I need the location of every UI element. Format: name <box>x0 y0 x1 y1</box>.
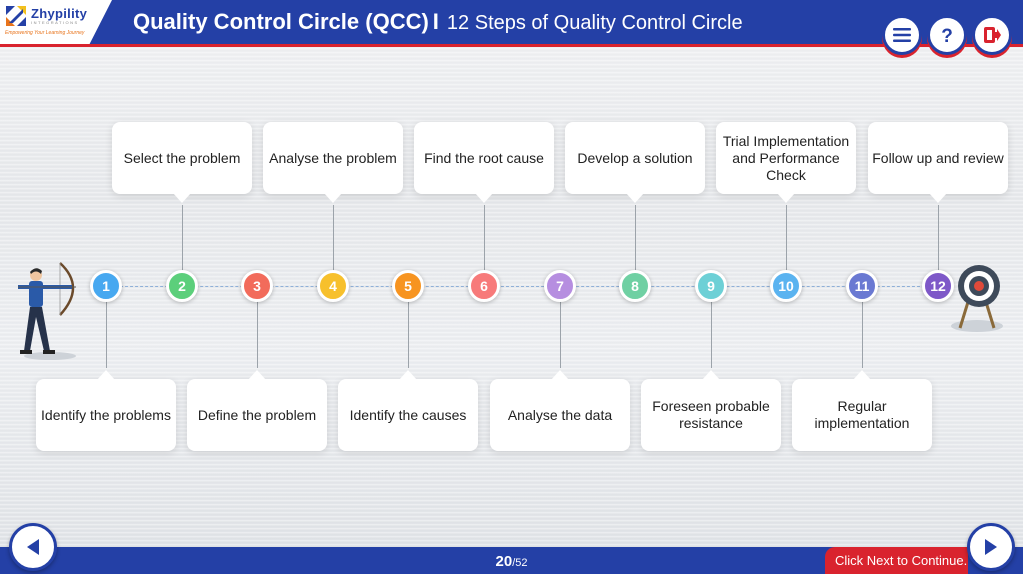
step-connector-6 <box>484 205 485 272</box>
step-card-9: Foreseen probable resistance <box>641 370 781 451</box>
help-icon: ? <box>941 26 953 45</box>
step-connector-7 <box>560 300 561 368</box>
timeline-line <box>105 286 940 287</box>
step-label-3: Define the problem <box>197 406 317 423</box>
step-node-4: 4 <box>317 270 349 302</box>
step-node-6: 6 <box>468 270 500 302</box>
step-connector-3 <box>257 300 258 368</box>
step-card-4: Analyse the problem <box>263 122 403 203</box>
step-node-2: 2 <box>166 270 198 302</box>
step-connector-5 <box>408 300 409 368</box>
step-node-11: 11 <box>846 270 878 302</box>
step-connector-9 <box>711 300 712 368</box>
page-total: /52 <box>512 557 528 569</box>
header-bar <box>0 0 1023 47</box>
step-connector-12 <box>938 205 939 272</box>
step-connector-11 <box>862 300 863 368</box>
menu-icon <box>893 28 911 42</box>
logo-mark-icon <box>6 6 26 26</box>
step-card-12: Follow up and review <box>868 122 1008 203</box>
step-label-5: Identify the causes <box>349 406 467 423</box>
step-card-2: Select the problem <box>112 122 252 203</box>
step-label-10: Trial Implementation and Performance Che… <box>722 132 850 183</box>
menu-button[interactable] <box>882 15 922 55</box>
step-card-6: Find the root cause <box>414 122 554 203</box>
step-label-11: Regular implementation <box>814 398 910 431</box>
step-node-10: 10 <box>770 270 802 302</box>
title-separator: I <box>432 9 439 34</box>
step-node-3: 3 <box>241 270 273 302</box>
step-connector-2 <box>182 205 183 272</box>
archer-illustration <box>18 262 76 360</box>
page-current: 20 <box>495 553 513 570</box>
step-connector-4 <box>333 205 334 272</box>
page-subtitle: 12 Steps of Quality Control Circle <box>446 12 743 34</box>
previous-button[interactable] <box>9 523 57 571</box>
step-label-9: Foreseen probable resistance <box>652 398 770 431</box>
step-connector-8 <box>635 205 636 272</box>
step-card-5: Identify the causes <box>338 370 478 451</box>
step-label-7: Analyse the data <box>507 406 613 423</box>
step-label-12: Follow up and review <box>872 149 1004 166</box>
svg-text:?: ? <box>941 26 953 45</box>
help-button[interactable]: ? <box>927 15 967 55</box>
step-label-8: Develop a solution <box>577 149 693 166</box>
step-connector-1 <box>106 300 107 368</box>
exit-button[interactable] <box>972 15 1012 55</box>
step-node-12: 12 <box>922 270 954 302</box>
page-indicator: 20/52 <box>0 553 1023 570</box>
logo-tagline: Empowering Your Learning Journey <box>5 30 85 36</box>
title-text: Quality Control Circle (QCC) <box>133 9 429 34</box>
step-card-8: Develop a solution <box>565 122 705 203</box>
next-hint: Click Next to Continue. <box>825 547 968 574</box>
arrow-left-icon <box>27 539 39 555</box>
page-title: Quality Control Circle (QCC)I 12 Steps of… <box>133 9 743 35</box>
header-accent-line <box>0 44 1023 47</box>
step-label-4: Analyse the problem <box>269 149 397 166</box>
step-card-10: Trial Implementation and Performance Che… <box>716 122 856 203</box>
step-connector-10 <box>786 205 787 272</box>
logo-name: Zhypility <box>31 6 88 21</box>
step-label-1: Identify the problems <box>41 406 171 423</box>
step-card-7: Analyse the data <box>490 370 630 451</box>
step-node-1: 1 <box>90 270 122 302</box>
next-button[interactable] <box>967 523 1015 571</box>
step-node-7: 7 <box>544 270 576 302</box>
step-card-3: Define the problem <box>187 370 327 451</box>
arrow-right-icon <box>985 539 997 555</box>
target-icon <box>951 265 1003 332</box>
step-label-6: Find the root cause <box>424 149 544 166</box>
logo-subtitle: INTEGRATIONS <box>31 20 79 25</box>
step-node-8: 8 <box>619 270 651 302</box>
step-label-2: Select the problem <box>123 149 241 166</box>
step-card-1: Identify the problems <box>36 370 176 451</box>
step-card-11: Regular implementation <box>792 370 932 451</box>
step-node-9: 9 <box>695 270 727 302</box>
exit-icon <box>984 27 1001 43</box>
step-node-5: 5 <box>392 270 424 302</box>
